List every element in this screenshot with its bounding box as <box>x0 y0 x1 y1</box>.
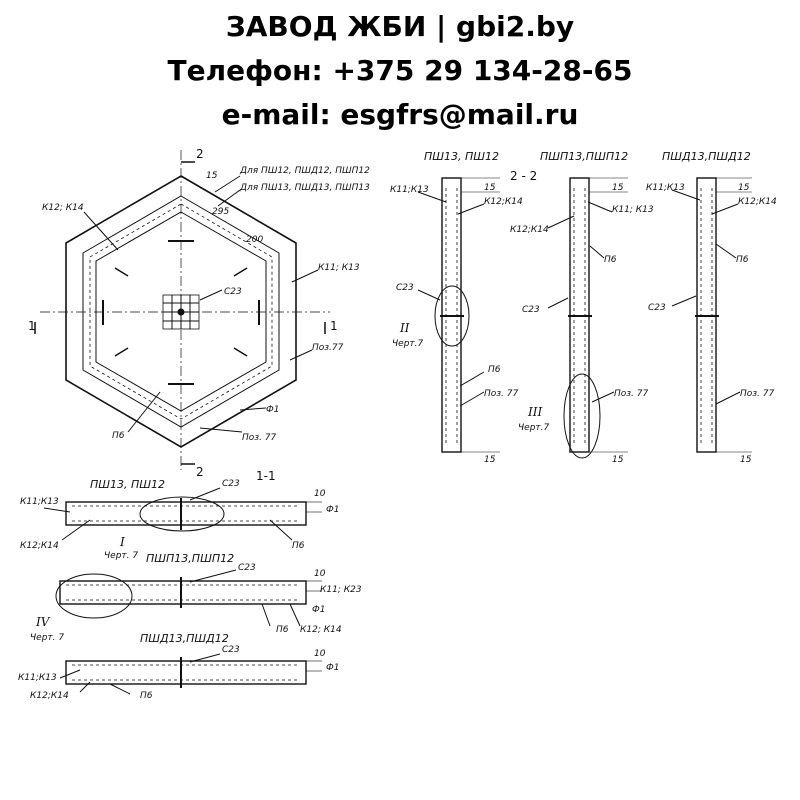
label-dim15-hex: 15 <box>206 171 218 181</box>
label-c23-s1: С23 <box>222 479 240 489</box>
label-for-psh13: Для ПШ13, ПШД13, ПШП13 <box>239 183 370 193</box>
title-psh13-psh12-top: ПШ13, ПШ12 <box>424 150 499 163</box>
label-dim295: 295 <box>212 207 229 217</box>
label-k11k13-c2: К11; К13 <box>612 205 654 215</box>
label-c23-hex: С23 <box>224 287 242 297</box>
label-sec1-left: 1 <box>28 319 36 333</box>
label-c23-c2: С23 <box>522 305 540 315</box>
label-dim15-c3b: 15 <box>740 455 752 465</box>
label-f1-s3: Ф1 <box>326 663 339 673</box>
label-poz77-c1: Поз. 77 <box>484 389 519 399</box>
label-p6-s1: П6 <box>292 541 305 551</box>
label-p6-s2: П6 <box>276 625 289 635</box>
label-poz77-c2: Поз. 77 <box>614 389 649 399</box>
label-dim10-s2: 10 <box>314 569 326 579</box>
label-p6-s3: П6 <box>140 691 153 701</box>
label-dim15-c1b: 15 <box>484 455 496 465</box>
label-sec2-top: 2 <box>196 147 204 161</box>
label-k11k13-s3: К11;К13 <box>18 673 57 683</box>
label-f1-s2: Ф1 <box>312 605 325 615</box>
label-for-psh12: Для ПШ12, ПШД12, ПШП12 <box>239 166 370 176</box>
label-p6-c2: П6 <box>604 255 617 265</box>
section-2-2 <box>417 177 752 459</box>
header-phone: Телефон: +375 29 134-28-65 <box>167 54 633 87</box>
label-dim15-c2b: 15 <box>612 455 624 465</box>
label-chert7-s1: Черт. 7 <box>104 551 138 561</box>
label-f1-hex: Ф1 <box>266 405 279 415</box>
label-dim10-s1: 10 <box>314 489 326 499</box>
label-chert7-c1: Черт.7 <box>392 339 424 349</box>
header-company: ЗАВОД ЖБИ | gbi2.by <box>225 10 575 43</box>
hex-labels: 2 2 1 1 15 Для ПШ12, ПШД12, ПШП12 Для ПШ… <box>28 147 370 479</box>
label-roman2: II <box>399 321 410 335</box>
title-pshd: ПШД13,ПШД12 <box>140 632 229 645</box>
label-k12k14-s3: К12;К14 <box>30 691 69 701</box>
label-sec22: 2 - 2 <box>510 169 537 183</box>
label-dim10-s3: 10 <box>314 649 326 659</box>
title-pshp-top: ПШП13,ПШП12 <box>540 150 628 163</box>
label-dim15-c2: 15 <box>612 183 624 193</box>
label-k11k23: К11; К23 <box>320 585 362 595</box>
label-p6-c3: П6 <box>736 255 749 265</box>
label-k12k14-c2: К12;К14 <box>510 225 549 235</box>
label-k12k14-c1: К12;К14 <box>484 197 523 207</box>
label-roman3: III <box>527 405 542 419</box>
label-k12k14-c3: К12;К14 <box>738 197 777 207</box>
label-k12k14-hex: К12; К14 <box>42 203 84 213</box>
label-k11k13-s1: К11;К13 <box>20 497 59 507</box>
header-email: e-mail: esgfrs@mail.ru <box>221 98 579 131</box>
sec11-labels: ПШ13, ПШ12 1-1 С23 К11;К13 К12;К14 I Чер… <box>18 469 362 701</box>
label-poz77-hex: Поз.77 <box>312 343 344 353</box>
label-k11k13-c3: К11;К13 <box>646 183 685 193</box>
label-c23-c3: С23 <box>648 303 666 313</box>
label-c23-s2: С23 <box>238 563 256 573</box>
label-roman1: I <box>119 535 125 549</box>
label-p6-c1: П6 <box>488 365 501 375</box>
label-sec2-bottom: 2 <box>196 465 204 479</box>
title-psh13-psh12: ПШ13, ПШ12 <box>90 478 165 491</box>
title-pshd-top: ПШД13,ПШД12 <box>662 150 751 163</box>
label-chert7-s2: Черт. 7 <box>30 633 64 643</box>
label-dim15-c3: 15 <box>738 183 750 193</box>
label-dim15-c1: 15 <box>484 183 496 193</box>
label-dim200: 200 <box>246 235 263 245</box>
label-sec1-right: 1 <box>330 319 338 333</box>
hexagon-plan <box>34 150 330 470</box>
label-roman4: IV <box>35 615 51 629</box>
label-f1-s1: Ф1 <box>326 505 339 515</box>
title-pshp: ПШП13,ПШП12 <box>146 552 234 565</box>
label-poz77-hex2: Поз. 77 <box>242 433 277 443</box>
label-c23-c1: С23 <box>396 283 414 293</box>
section-1-1 <box>43 487 322 695</box>
label-k11k13-c1: К11;К13 <box>390 185 429 195</box>
label-p6-hex: П6 <box>112 431 125 441</box>
label-k12k14-s2: К12; К14 <box>300 625 342 635</box>
sec22-labels: ПШ13, ПШ12 ПШП13,ПШП12 ПШД13,ПШД12 2 - 2… <box>390 150 777 465</box>
label-chert7-c2: Черт.7 <box>518 423 550 433</box>
label-k11k13-hex: К11; К13 <box>318 263 360 273</box>
label-c23-s3: С23 <box>222 645 240 655</box>
label-poz77-c3: Поз. 77 <box>740 389 775 399</box>
label-k12k14-s1: К12;К14 <box>20 541 59 551</box>
label-sec11: 1-1 <box>256 469 276 483</box>
